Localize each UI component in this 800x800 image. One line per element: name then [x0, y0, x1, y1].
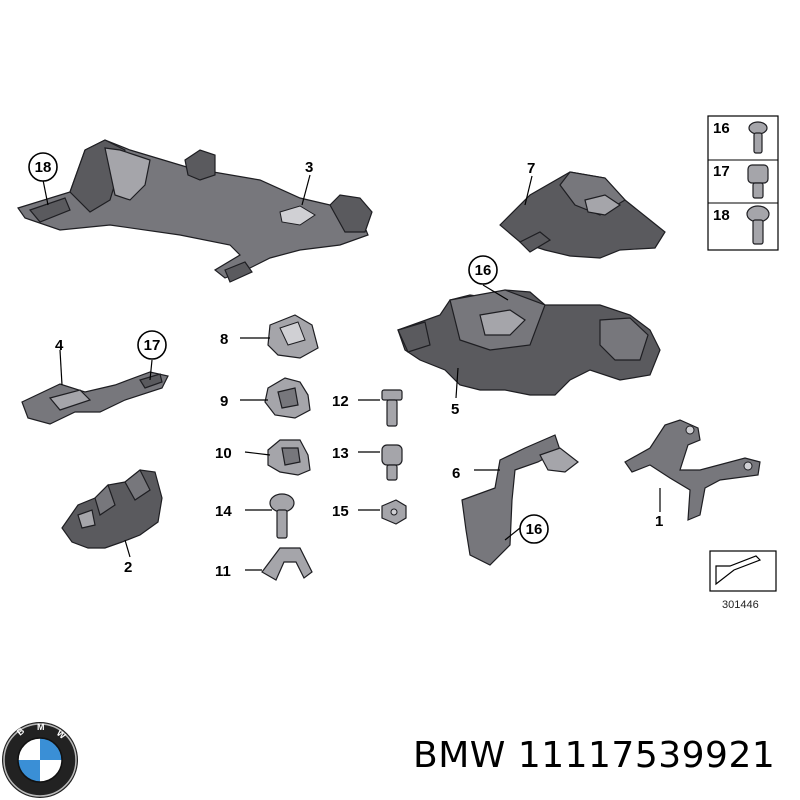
footer-part-code: 11117539921 [517, 735, 776, 776]
legend-bolt-18 [746, 205, 770, 245]
drawing-number-box: 301446 [709, 550, 777, 611]
callout-16-top: 16 [475, 262, 492, 279]
callout-6: 6 [452, 465, 460, 482]
legend-label-18: 18 [713, 207, 730, 224]
footer-part-number: BMW 11117539921 [413, 735, 775, 776]
svg-text:M: M [37, 722, 45, 732]
callout-11: 11 [215, 563, 231, 580]
leader-lines [42, 174, 661, 571]
part-9-clip [264, 377, 311, 419]
svg-text:B: B [15, 725, 27, 737]
part-14-bolt [269, 493, 295, 539]
bmw-logo-icon: B M W [2, 722, 78, 798]
part-7-module [499, 171, 666, 259]
callout-5: 5 [451, 401, 459, 418]
callout-labels: 3 7 5 4 2 8 9 10 14 11 12 13 15 6 1 [55, 159, 663, 580]
part-4-strap [21, 371, 169, 425]
circled-callout-16-top: 16 [468, 255, 498, 285]
callout-9: 9 [220, 393, 228, 410]
callout-12: 12 [332, 393, 349, 410]
callout-10: 10 [215, 445, 232, 462]
part-2-clip [61, 469, 163, 549]
callout-1: 1 [655, 513, 663, 530]
part-13-bolt [381, 444, 403, 481]
callout-14: 14 [215, 503, 232, 520]
callout-18: 18 [35, 159, 52, 176]
fastener-legend: 16 17 18 [707, 115, 779, 251]
callout-15: 15 [332, 503, 349, 520]
circled-callout-17: 17 [137, 330, 167, 360]
callout-13: 13 [332, 445, 349, 462]
callout-4: 4 [55, 337, 64, 354]
part-12-bolt [381, 389, 403, 427]
legend-bolt-17 [747, 164, 769, 199]
legend-label-17: 17 [713, 163, 730, 180]
part-15-nut [381, 499, 407, 525]
callout-2: 2 [124, 559, 132, 576]
footer-brand: BMW [413, 735, 506, 776]
callout-8: 8 [220, 331, 228, 348]
part-11-bracket [261, 547, 313, 581]
part-8-clip [267, 314, 319, 359]
legend-label-16: 16 [713, 120, 730, 137]
callout-16-bottom: 16 [526, 521, 543, 538]
callout-3: 3 [305, 159, 313, 176]
part-3-bracket [17, 139, 373, 283]
legend-screw-16 [748, 121, 768, 154]
callout-17: 17 [144, 337, 161, 354]
callout-7: 7 [527, 160, 535, 177]
part-6-bracket [461, 434, 579, 566]
part-10-clip [267, 439, 311, 476]
arrow-icon [715, 555, 762, 586]
drawing-number: 301446 [722, 599, 759, 611]
circled-callout-16-bottom: 16 [519, 514, 549, 544]
part-5-holder [397, 289, 661, 396]
part-1-bracket [624, 419, 761, 521]
circled-callout-18: 18 [28, 152, 58, 182]
